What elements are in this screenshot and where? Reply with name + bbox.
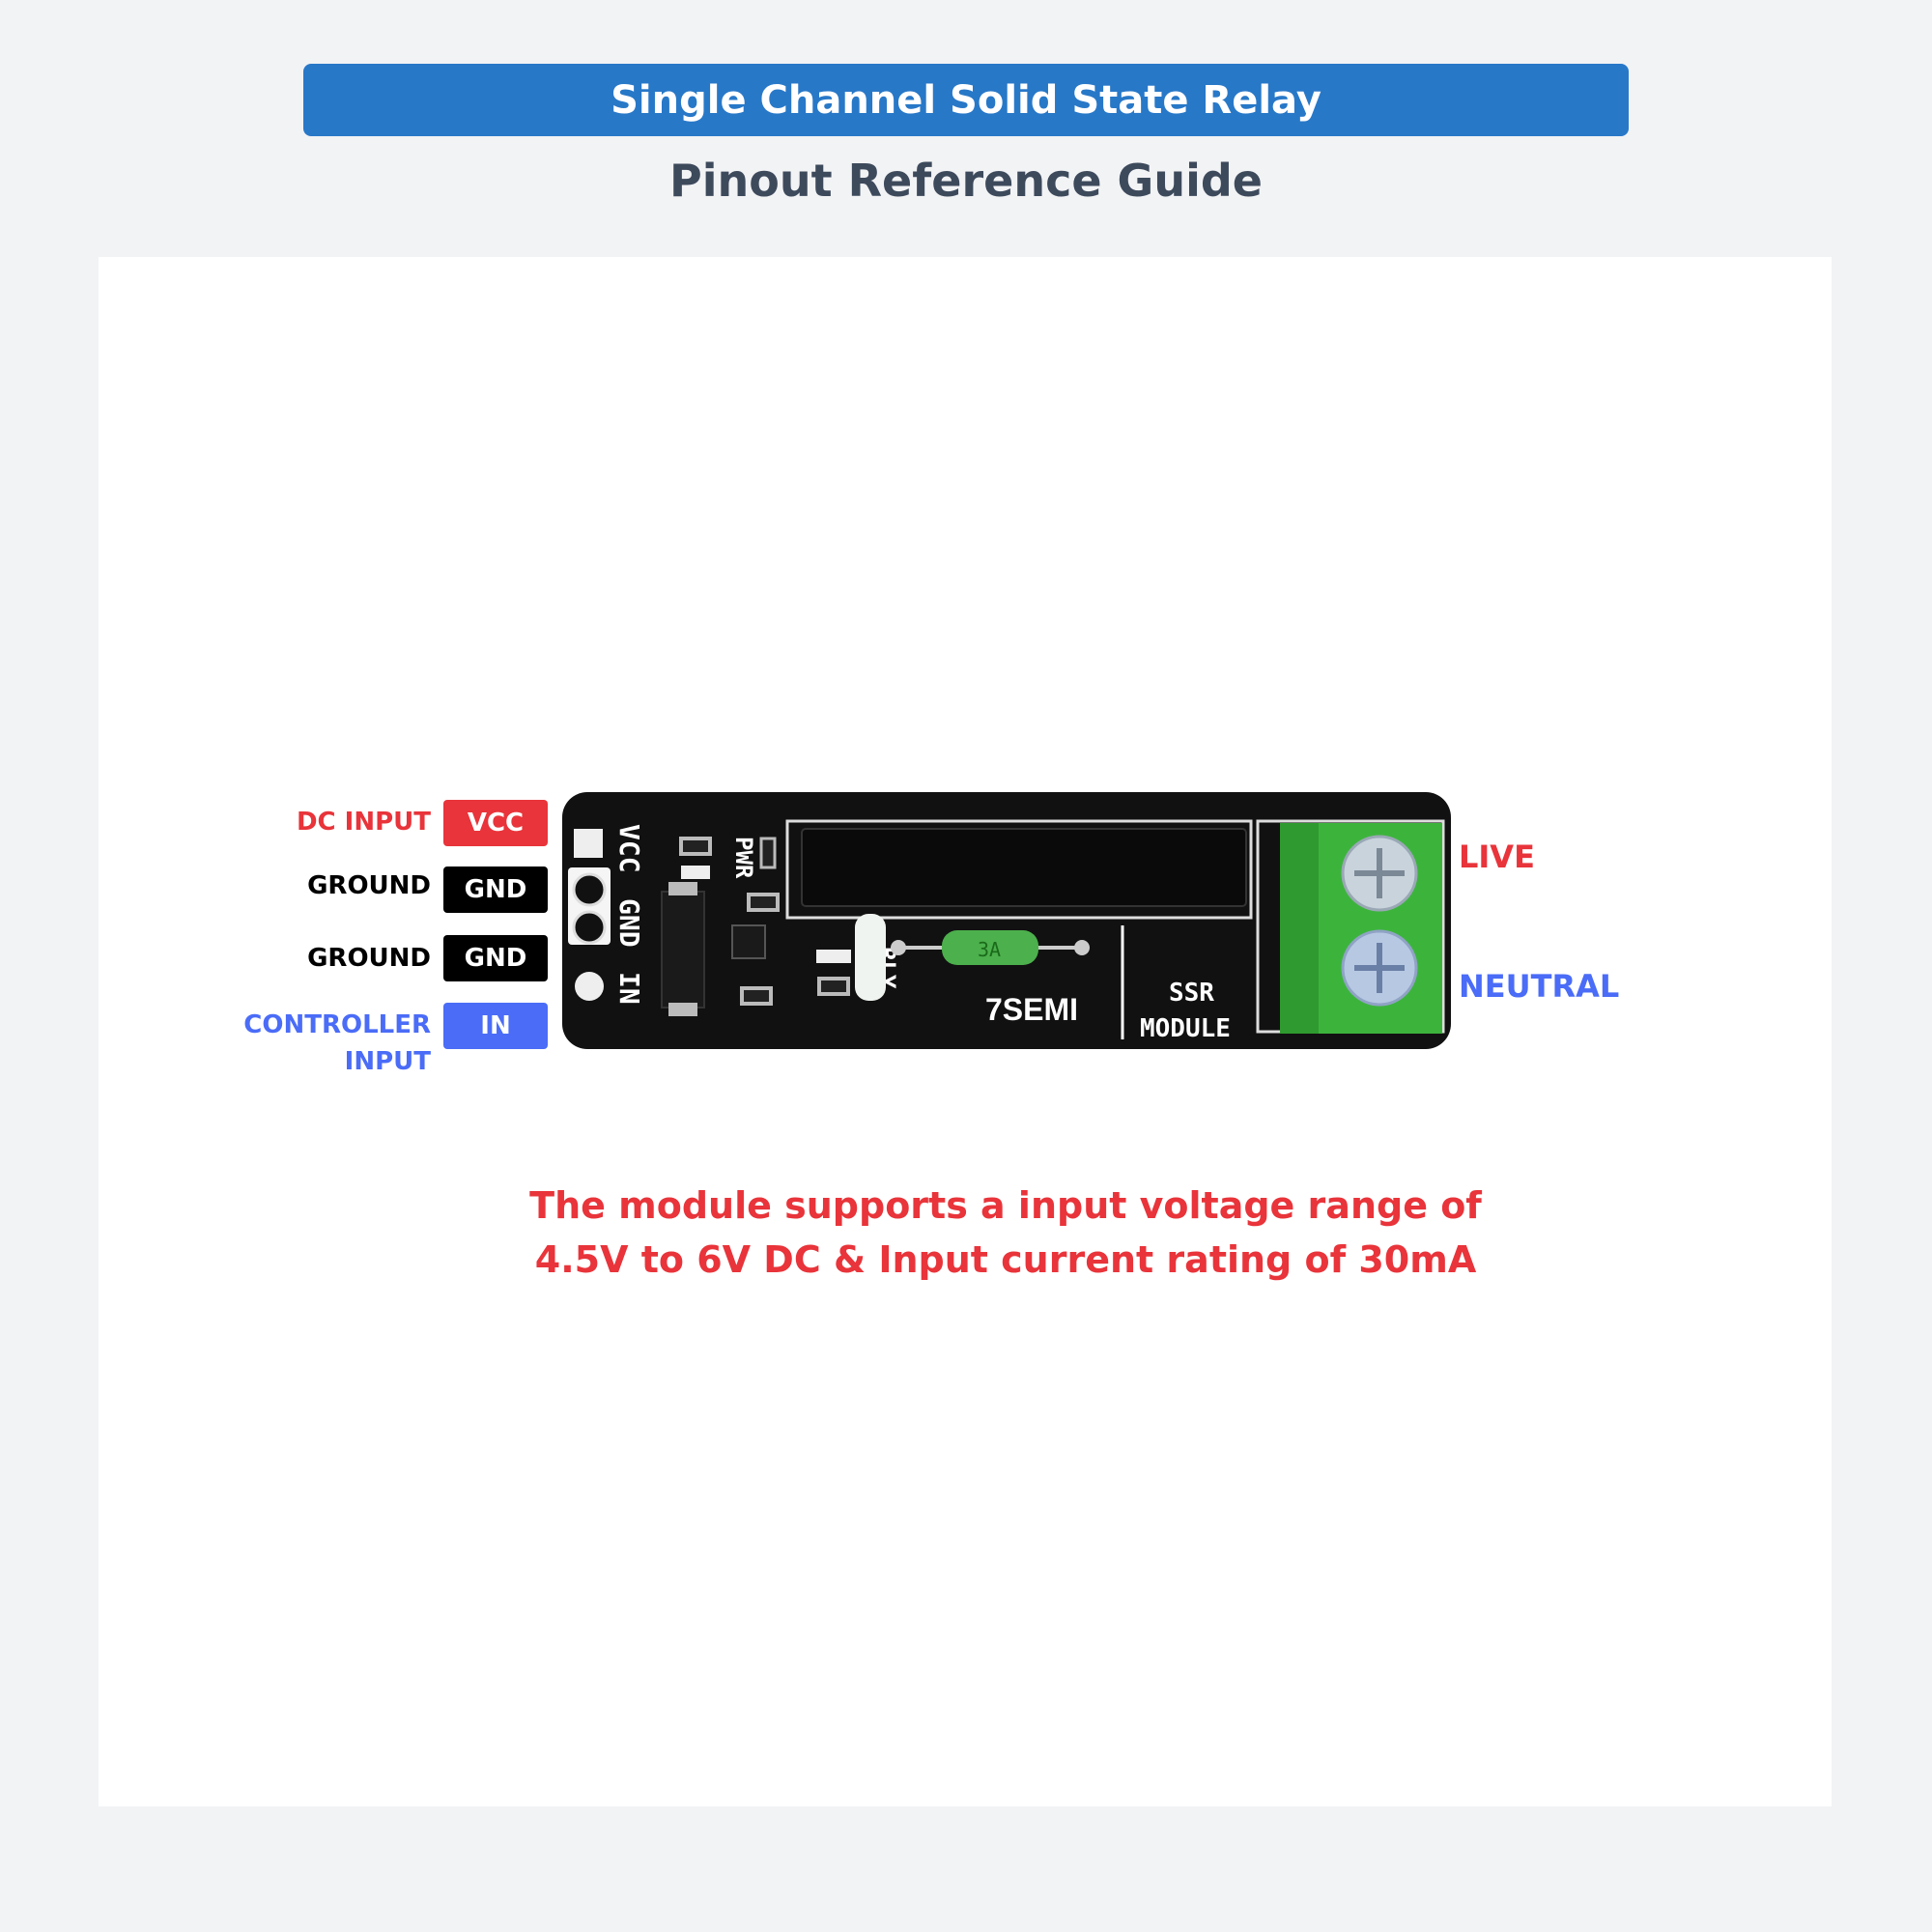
terminal-label-live: LIVE — [1459, 838, 1535, 875]
silk-in: IN — [613, 972, 645, 1005]
pin-box-gnd-1-text: GND — [464, 875, 527, 904]
resistor-2 — [747, 893, 780, 912]
pin-label-gnd-1: GROUND — [307, 871, 431, 900]
pin-box-gnd-1: GND — [443, 867, 548, 913]
resistor-1 — [679, 837, 712, 856]
silk-model-2: MODULE — [1140, 1014, 1231, 1043]
pin-box-vcc: VCC — [443, 800, 548, 846]
fuse-pad-r — [1074, 940, 1090, 955]
pin-pad-square — [574, 829, 603, 858]
led-rly — [816, 950, 851, 963]
silk-vcc: VCC — [613, 824, 645, 873]
subtitle: Pinout Reference Guide — [669, 155, 1263, 207]
specification-note: The module supports a input voltage rang… — [0, 1179, 1932, 1287]
ssr-body — [801, 828, 1247, 907]
pin-pad-gnd-2 — [572, 910, 607, 945]
regulator — [661, 891, 705, 1009]
pin-pad-in — [575, 972, 604, 1001]
fuse-marking: 3A — [978, 938, 1001, 961]
resistor-4 — [817, 977, 850, 996]
title-banner: Single Channel Solid State Relay — [303, 64, 1629, 136]
pin-box-in-text: IN — [480, 1011, 511, 1040]
pin-pad-gnd-1 — [572, 872, 607, 907]
pin-box-in: IN — [443, 1003, 548, 1049]
terminal-side — [1280, 823, 1319, 1034]
silk-model-1: SSR — [1169, 979, 1214, 1008]
regulator-tab — [668, 882, 697, 895]
silk-pwr: PWR — [730, 837, 757, 879]
transistor — [731, 924, 766, 959]
led-white — [855, 914, 886, 1001]
terminal-label-neutral: NEUTRAL — [1459, 968, 1620, 1005]
pin-label-vcc: DC INPUT — [296, 808, 431, 837]
cap-1 — [759, 837, 777, 869]
brand-logo: 7SEMI — [985, 992, 1078, 1027]
pin-box-vcc-text: VCC — [467, 809, 525, 838]
silk-gnd: GND — [613, 898, 645, 948]
resistor-3 — [740, 986, 773, 1006]
note-line-1: The module supports a input voltage rang… — [529, 1184, 1482, 1227]
pin-box-gnd-2: GND — [443, 935, 548, 981]
pin-label-in-line1: CONTROLLER — [243, 1010, 431, 1039]
title: Single Channel Solid State Relay — [611, 77, 1321, 123]
note-line-2: 4.5V to 6V DC & Input current rating of … — [534, 1238, 1477, 1281]
led-pwr — [681, 866, 710, 879]
fuse-pad-l — [891, 940, 906, 955]
pin-label-in-line2: INPUT — [344, 1047, 431, 1076]
fuse-body — [942, 930, 1038, 965]
ssr-module-board: VCC GND IN PWR RLY 3A 7SEMI SSR MODULE — [562, 792, 1451, 1049]
pin-box-gnd-2-text: GND — [464, 944, 527, 973]
ssr-outline — [785, 819, 1253, 920]
pin-label-gnd-2: GROUND — [307, 944, 431, 973]
regulator-leg — [668, 1003, 697, 1016]
